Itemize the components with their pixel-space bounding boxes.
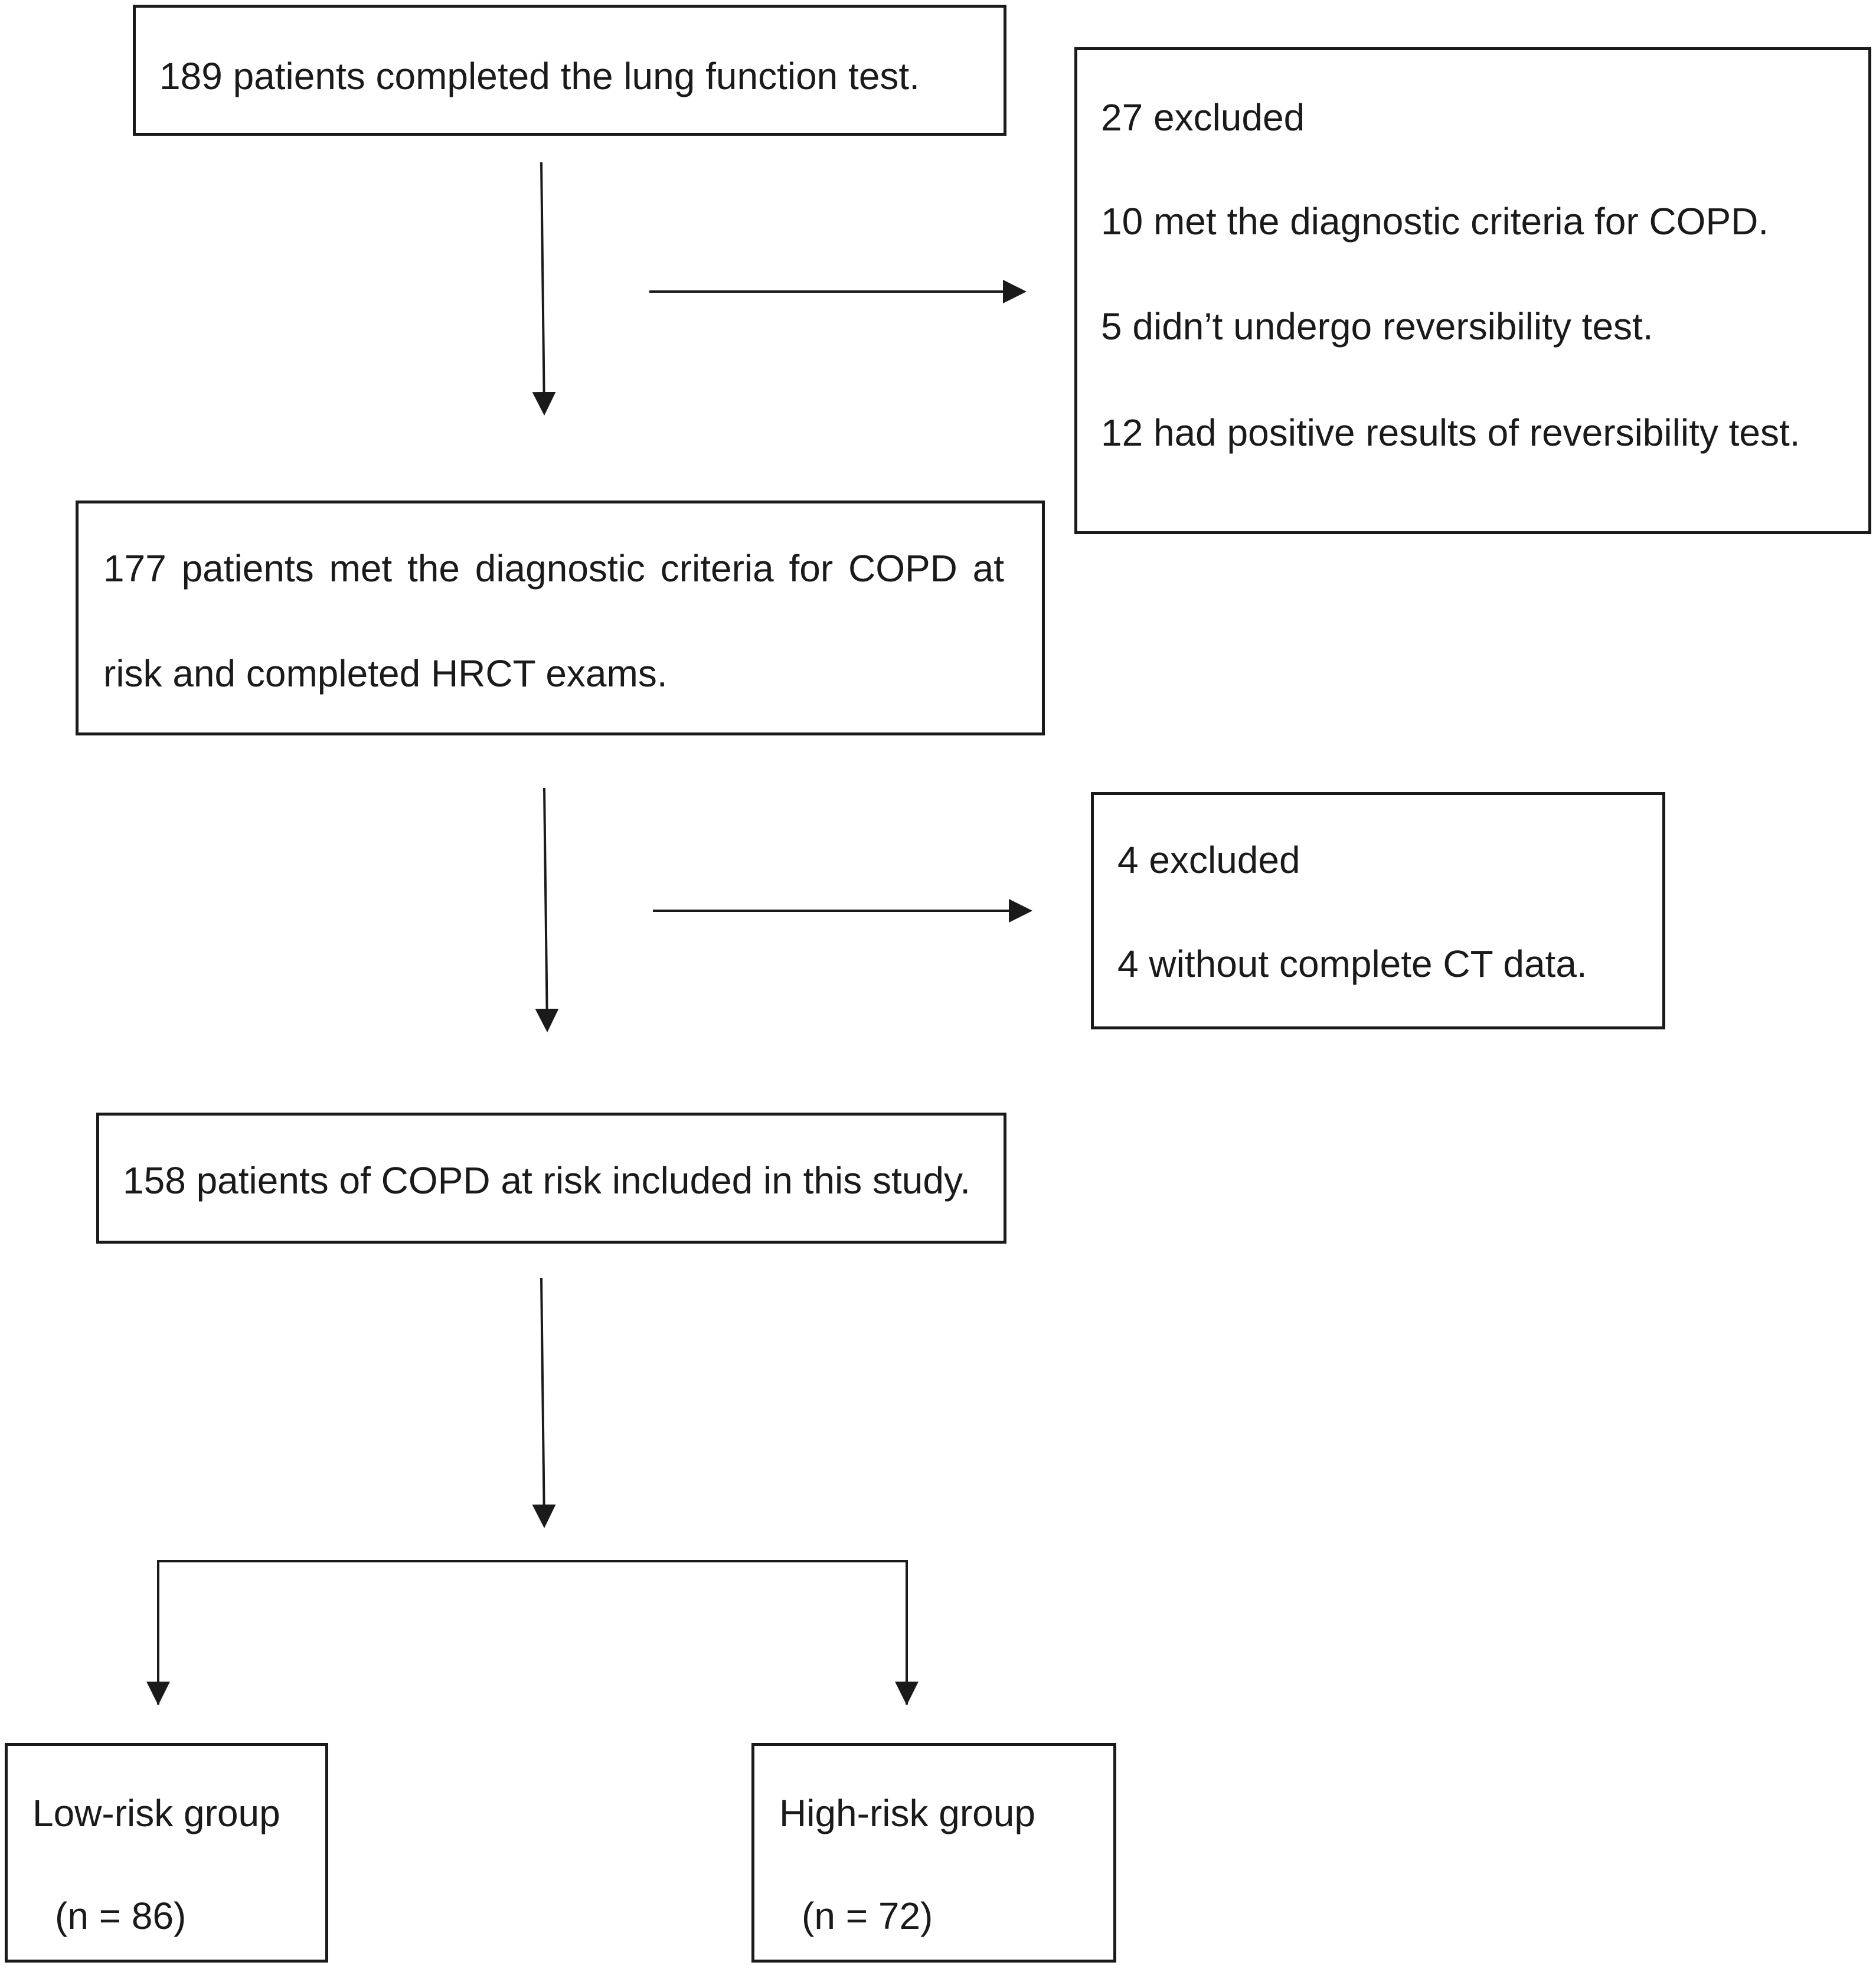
met-criteria-line-1: 177 patients met the diagnostic criteria… — [103, 547, 1005, 590]
low-risk-label: Low-risk group — [32, 1792, 280, 1834]
split-bar — [157, 1560, 908, 1705]
exclusion-2-title: 4 excluded — [1117, 839, 1300, 881]
completed-text: 189 patients completed the lung function… — [159, 55, 920, 97]
included-text: 158 patients of COPD at risk included in… — [123, 1159, 970, 1202]
box-high-risk-group: High-risk group (n = 72) — [751, 1743, 1116, 1963]
arrow-completed-to-met — [532, 162, 556, 416]
high-risk-label: High-risk group — [779, 1792, 1035, 1834]
exclusion-1-reason: 12 had positive results of reversibility… — [1101, 411, 1800, 454]
box-met-criteria: 177 patients met the diagnostic criteria… — [76, 501, 1045, 735]
box-completed-lung-test: 189 patients completed the lung function… — [133, 5, 1006, 136]
exclusion-1-reason: 5 didn’t undergo reversibility test. — [1101, 305, 1653, 348]
box-low-risk-group: Low-risk group (n = 86) — [5, 1743, 328, 1963]
exclusion-1-title: 27 excluded — [1101, 96, 1305, 139]
arrow-included-to-split — [532, 1277, 556, 1528]
exclusion-2-reason: 4 without complete CT data. — [1117, 943, 1587, 985]
arrow-met-to-included — [535, 787, 559, 1032]
exclusion-1-reason: 10 met the diagnostic criteria for COPD. — [1101, 200, 1769, 243]
met-criteria-line-2: risk and completed HRCT exams. — [103, 652, 668, 695]
high-risk-count: (n = 72) — [802, 1895, 933, 1937]
low-risk-count: (n = 86) — [55, 1895, 187, 1937]
box-exclusion-2: 4 excluded 4 without complete CT data. — [1091, 792, 1665, 1029]
box-exclusion-1: 27 excluded 10 met the diagnostic criter… — [1074, 47, 1871, 534]
box-included: 158 patients of COPD at risk included in… — [96, 1113, 1006, 1244]
